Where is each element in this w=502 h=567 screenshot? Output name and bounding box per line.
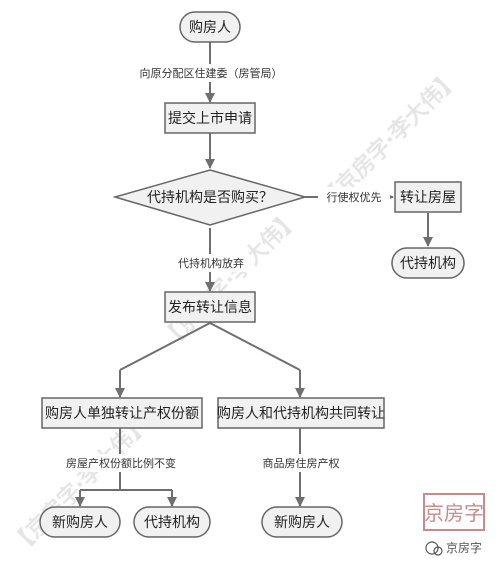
node-agency-bottom-label: 代持机构 xyxy=(144,515,200,531)
brand-text: 京房字 xyxy=(446,540,482,555)
node-transfer-house: 转让房屋 xyxy=(394,181,462,213)
stamp-text: 京房字 xyxy=(424,501,484,525)
node-buyer: 购房人 xyxy=(179,11,241,43)
node-new-buyer-left-label: 新购房人 xyxy=(52,515,108,531)
node-buyer-sole-transfer-label: 购房人单独转让产权份额 xyxy=(45,406,199,422)
label-agency-waive: 代持机构放弃 xyxy=(178,256,244,270)
stamp: 京房字 xyxy=(423,493,485,531)
edge-publish-right xyxy=(209,322,301,371)
brand-icon-secondary xyxy=(433,546,443,556)
edge-labels: 向原分配区住建委（房管局） 行使权优先 代持机构放弃 房屋产权份额比例不变 商品… xyxy=(62,64,390,472)
node-decision: 代持机构是否购买？ xyxy=(112,169,308,226)
node-submit-application: 提交上市申请 xyxy=(164,102,256,134)
node-buyer-sole-transfer: 购房人单独转让产权份额 xyxy=(41,397,203,429)
label-commodity-housing: 商品房住房产权 xyxy=(263,456,340,470)
watermark-middle: 【京房字·李大伟】 xyxy=(156,205,305,354)
edge-publish-left xyxy=(119,322,211,371)
node-joint-transfer-label: 购房人和代持机构共同转让 xyxy=(217,406,385,422)
brand-footer: 京房字 xyxy=(425,540,482,556)
node-new-buyer-right-label: 新购房人 xyxy=(274,515,330,531)
node-publish-transfer-info-label: 发布转让信息 xyxy=(168,299,252,316)
node-agency-result-label: 代持机构 xyxy=(400,256,456,272)
node-decision-label: 代持机构是否购买？ xyxy=(147,190,273,206)
node-buyer-label: 购房人 xyxy=(189,20,231,36)
label-priority-right: 行使权优先 xyxy=(327,191,382,204)
node-joint-transfer: 购房人和代持机构共同转让 xyxy=(217,397,385,429)
node-new-buyer-right: 新购房人 xyxy=(261,506,343,538)
node-agency-result: 代持机构 xyxy=(391,247,465,279)
node-publish-transfer-info: 发布转让信息 xyxy=(164,291,256,323)
brand-icon xyxy=(425,541,439,555)
label-share-ratio: 房屋产权份额比例不变 xyxy=(66,456,176,470)
node-new-buyer-left: 新购房人 xyxy=(39,506,121,538)
node-transfer-house-label: 转让房屋 xyxy=(400,190,456,206)
label-apply-to: 向原分配区住建委（房管局） xyxy=(140,66,283,80)
node-submit-application-label: 提交上市申请 xyxy=(168,110,252,127)
node-agency-bottom: 代持机构 xyxy=(133,506,211,538)
